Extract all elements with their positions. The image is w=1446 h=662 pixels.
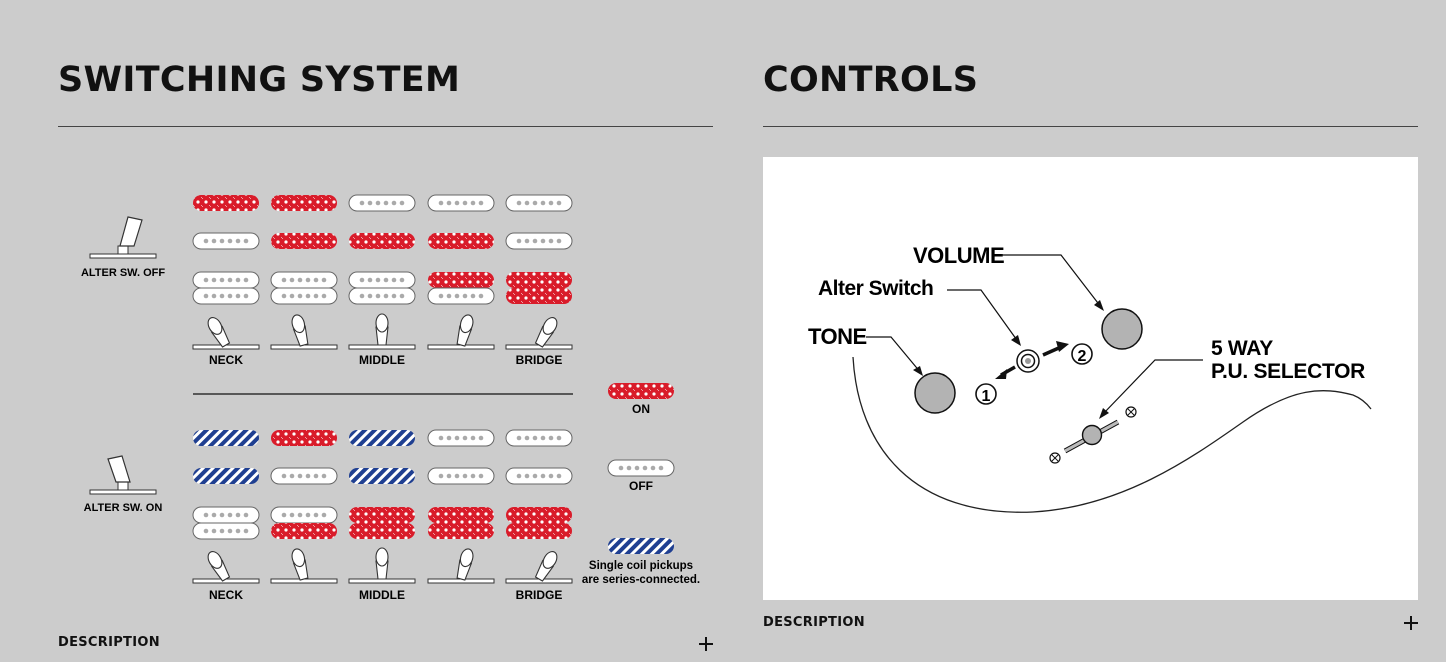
alter-switch-label: Alter Switch <box>818 277 933 300</box>
pickup-on <box>506 288 572 304</box>
pickup-on <box>506 523 572 539</box>
legend-off-label: OFF <box>629 479 653 493</box>
selector-toggle-icon <box>348 313 416 350</box>
pickup-off <box>348 271 416 289</box>
position-2-label: 2 <box>1078 348 1087 365</box>
selector-toggle-icon <box>427 314 495 350</box>
position-label: BRIDGE <box>516 353 563 367</box>
pickup-on <box>506 507 572 523</box>
volume-label: VOLUME <box>913 243 1004 268</box>
pickup-on <box>271 523 337 539</box>
pickup-selector-icon <box>1049 406 1137 464</box>
alter-off-label: ALTER SW. OFF <box>81 267 165 279</box>
alter-on-switch-icon <box>89 455 157 495</box>
pickup-series <box>608 538 674 554</box>
tone-label: TONE <box>808 324 867 349</box>
pickup-on <box>428 523 494 539</box>
pickup-on <box>349 233 415 249</box>
pickup-off <box>427 429 495 447</box>
arrow-position-2-icon <box>1042 341 1069 357</box>
pickup-off <box>505 232 573 250</box>
selector-label-line1: 5 WAY <box>1211 337 1273 360</box>
switching-description-label[interactable]: DESCRIPTION <box>58 635 160 650</box>
pickup-off <box>505 467 573 485</box>
legend-on-label: ON <box>632 402 650 416</box>
switching-expand-plus-icon[interactable] <box>699 637 713 651</box>
pickup-legend <box>607 383 675 554</box>
toggle-row-alter-on <box>192 547 573 584</box>
pickup-off <box>192 287 260 305</box>
controls-description-label[interactable]: DESCRIPTION <box>763 615 865 630</box>
pickup-on <box>271 233 337 249</box>
selector-toggle-icon <box>270 314 338 350</box>
arrow-position-1-icon <box>995 365 1016 379</box>
volume-knob-icon <box>1101 308 1143 350</box>
pickup-grid-alter-on <box>192 429 573 540</box>
switching-system-title: SWITCHING SYSTEM <box>58 60 461 100</box>
pickup-off <box>192 271 260 289</box>
pickup-on <box>271 195 337 211</box>
pickup-on <box>428 233 494 249</box>
selector-toggle-icon <box>192 317 260 350</box>
pickup-series <box>193 430 259 446</box>
selector-toggle-icon <box>427 548 495 584</box>
pickup-series <box>349 468 415 484</box>
pickup-on <box>193 195 259 211</box>
pickup-off <box>270 506 338 524</box>
pickup-grid-alter-off <box>192 194 573 305</box>
pickup-series <box>193 468 259 484</box>
alter-switch-icon <box>1016 349 1040 373</box>
selector-toggle-icon <box>505 317 573 350</box>
position-label: MIDDLE <box>359 353 405 367</box>
pickup-on <box>506 272 572 288</box>
pickup-on <box>608 383 674 399</box>
legend-series-line1: Single coil pickups <box>589 560 693 572</box>
toggle-row-alter-off <box>192 313 573 350</box>
selector-toggle-icon <box>505 551 573 584</box>
pickup-on <box>428 272 494 288</box>
switching-system-diagram: ALTER SW. OFF NECK MIDDLE BRIDGE ALTER S… <box>81 194 700 602</box>
controls-title-rule <box>763 126 1418 127</box>
pickup-off <box>348 194 416 212</box>
pickup-off <box>607 459 675 477</box>
tone-knob-icon <box>914 372 956 414</box>
pickup-off <box>427 287 495 305</box>
position-label: MIDDLE <box>359 588 405 602</box>
pickup-on <box>349 523 415 539</box>
selector-toggle-icon <box>192 551 260 584</box>
switching-title-rule <box>58 126 713 127</box>
alter-off-switch-icon <box>89 216 157 259</box>
pickup-off <box>270 271 338 289</box>
pickup-off <box>348 287 416 305</box>
pickup-off <box>270 287 338 305</box>
controls-expand-plus-icon[interactable] <box>1404 616 1418 630</box>
pickup-off <box>427 194 495 212</box>
guitar-body-outline <box>852 356 1372 513</box>
pickup-on <box>428 507 494 523</box>
selector-toggle-icon <box>348 547 416 584</box>
pickup-off <box>427 467 495 485</box>
pickup-off <box>505 429 573 447</box>
pickup-off <box>192 506 260 524</box>
position-label: BRIDGE <box>516 588 563 602</box>
position-1-label: 1 <box>982 388 991 405</box>
pickup-off <box>192 522 260 540</box>
selector-label-line2: P.U. SELECTOR <box>1211 360 1365 383</box>
pickup-off <box>505 194 573 212</box>
controls-diagram: TONE Alter Switch 1 2 VOLUME 5 WAY P.U. … <box>763 157 1418 600</box>
controls-title: CONTROLS <box>763 60 979 100</box>
legend-series-line2: are series-connected. <box>582 574 700 586</box>
pickup-on <box>271 430 337 446</box>
pickup-series <box>349 430 415 446</box>
position-label: NECK <box>209 588 243 602</box>
pickup-off <box>270 467 338 485</box>
pickup-off <box>192 232 260 250</box>
position-label: NECK <box>209 353 243 367</box>
alter-on-label: ALTER SW. ON <box>84 502 163 514</box>
pickup-on <box>349 507 415 523</box>
selector-toggle-icon <box>270 548 338 584</box>
